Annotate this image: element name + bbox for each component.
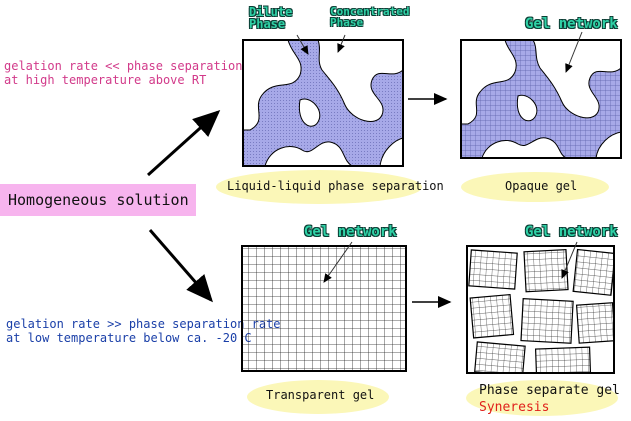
high-temperature-condition: gelation rate << phase separation rate a… <box>4 59 279 88</box>
dilute-label-line1: Dilute <box>249 5 293 19</box>
dilute-phase-label: Dilute Phase <box>249 6 292 30</box>
opaque-gel-caption: Opaque gel <box>505 179 578 193</box>
low-condition-line1: gelation rate >> phase separation rate <box>6 317 281 331</box>
gel-network-label-transparent: Gel network <box>304 224 397 240</box>
opaque-caption-oval <box>461 172 609 202</box>
syneresis-caption: Syneresis <box>479 400 550 415</box>
llps-caption-oval <box>216 170 422 204</box>
phase-separate-gel-caption: Phase separate gel <box>479 383 620 398</box>
homogeneous-solution-box: Homogeneous solution <box>0 184 196 216</box>
transparent-caption-oval <box>247 380 389 414</box>
high-condition-line1: gelation rate << phase separation rate <box>4 59 279 73</box>
llps-caption: Liquid-liquid phase separation <box>227 179 444 193</box>
phase-separate-caption-oval <box>466 380 618 416</box>
dilute-label-line2: Phase <box>249 17 286 31</box>
gel-network-label-opaque: Gel network <box>525 16 618 32</box>
low-condition-line2: at low temperature below ca. -20 C <box>6 330 252 345</box>
concentrated-label-line2: Phase <box>330 16 364 29</box>
opaque-gel-panel <box>461 40 621 158</box>
phase-separate-gel-panel <box>467 246 614 373</box>
low-temperature-condition: gelation rate >> phase separation rate a… <box>6 317 281 346</box>
concentrated-phase-label: Concentrated Phase <box>330 6 409 28</box>
transparent-gel-panel <box>241 245 407 372</box>
dilute-phase-region <box>243 40 302 131</box>
concentrated-label-line1: Concentrated <box>330 5 410 18</box>
high-condition-line2: at high temperature above RT <box>4 72 207 87</box>
lower-branch-arrow <box>148 229 213 303</box>
transparent-gel-caption: Transparent gel <box>266 388 375 402</box>
phase-separation-panel <box>243 40 403 166</box>
gel-network-label-phase-separate: Gel network <box>525 224 618 240</box>
upper-branch-arrow <box>146 109 221 177</box>
